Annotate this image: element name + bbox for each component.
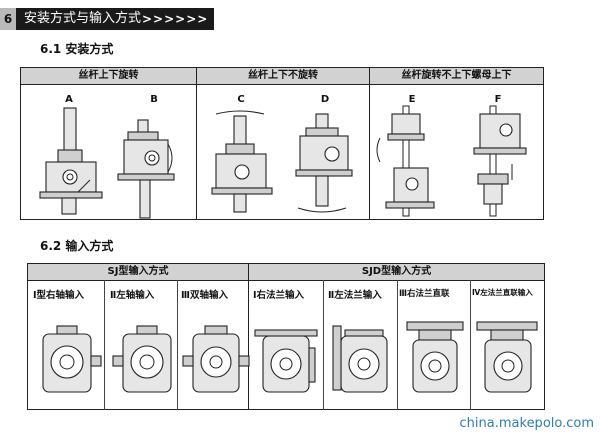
mount-label-c: C <box>237 94 245 105</box>
input-type-label: Ⅳ左法兰直联输入 <box>472 288 533 297</box>
group-header-sjd: SJD型输入方式 <box>248 263 545 281</box>
mount-label-e: E <box>408 94 416 105</box>
gearbox-drawing-2 <box>112 325 172 393</box>
panel-divider <box>369 84 370 220</box>
input-type-label: Ⅰ型右轴输入 <box>33 290 85 301</box>
gearbox-drawing-4 <box>254 329 318 393</box>
subsection-title-mounting: 6.1 安装方式 <box>40 42 114 56</box>
group-header-nut-moving: 丝杆旋转不上下螺母上下 <box>369 67 544 85</box>
jack-drawing-c <box>211 110 273 213</box>
group-header-rotating: 丝杆上下旋转 <box>20 67 197 85</box>
panel-divider <box>248 280 249 410</box>
jack-drawing-b <box>117 119 175 219</box>
section-title: 安装方式与输入方式 <box>24 11 142 26</box>
input-type-label: Ⅰ右法兰输入 <box>253 290 305 301</box>
panel-divider <box>397 280 398 410</box>
input-type-label: Ⅱ左法兰输入 <box>328 290 382 301</box>
mount-label-f: F <box>494 94 502 105</box>
watermark: china.makepolo.com <box>459 416 594 431</box>
header-arrows: >>>>>> <box>142 12 209 26</box>
section-header-bar <box>0 8 214 30</box>
gearbox-drawing-1 <box>42 325 102 393</box>
mount-label-b: B <box>150 94 158 105</box>
panel-divider <box>196 84 197 220</box>
panel-divider <box>470 280 471 410</box>
mounting-drawings <box>39 105 527 219</box>
group-header-sj: SJ型输入方式 <box>27 263 249 281</box>
group-header-nonrotating: 丝杆上下不旋转 <box>196 67 370 85</box>
input-type-label: Ⅲ右法兰直联 <box>399 289 450 299</box>
mount-label-a: A <box>65 94 73 105</box>
input-type-label: Ⅱ左轴输入 <box>110 290 155 301</box>
panel-divider <box>177 280 178 410</box>
section-number: 6 <box>0 8 16 30</box>
gearbox-drawing-7 <box>476 321 538 393</box>
jack-drawing-d <box>295 113 353 213</box>
input-type-label: Ⅲ双轴输入 <box>181 290 228 301</box>
panel-divider <box>323 280 324 410</box>
mounting-diagram-panel <box>20 84 544 220</box>
input-drawings <box>42 321 538 393</box>
jack-drawing-e <box>376 105 435 217</box>
gearbox-drawing-6 <box>406 321 464 393</box>
mount-label-d: D <box>320 94 330 105</box>
gearbox-drawing-3 <box>182 325 250 393</box>
jack-drawing-f <box>473 105 527 217</box>
jack-drawing-a <box>39 107 103 215</box>
subsection-title-input: 6.2 输入方式 <box>40 239 114 253</box>
panel-divider <box>104 280 105 410</box>
gearbox-drawing-5 <box>332 325 388 393</box>
